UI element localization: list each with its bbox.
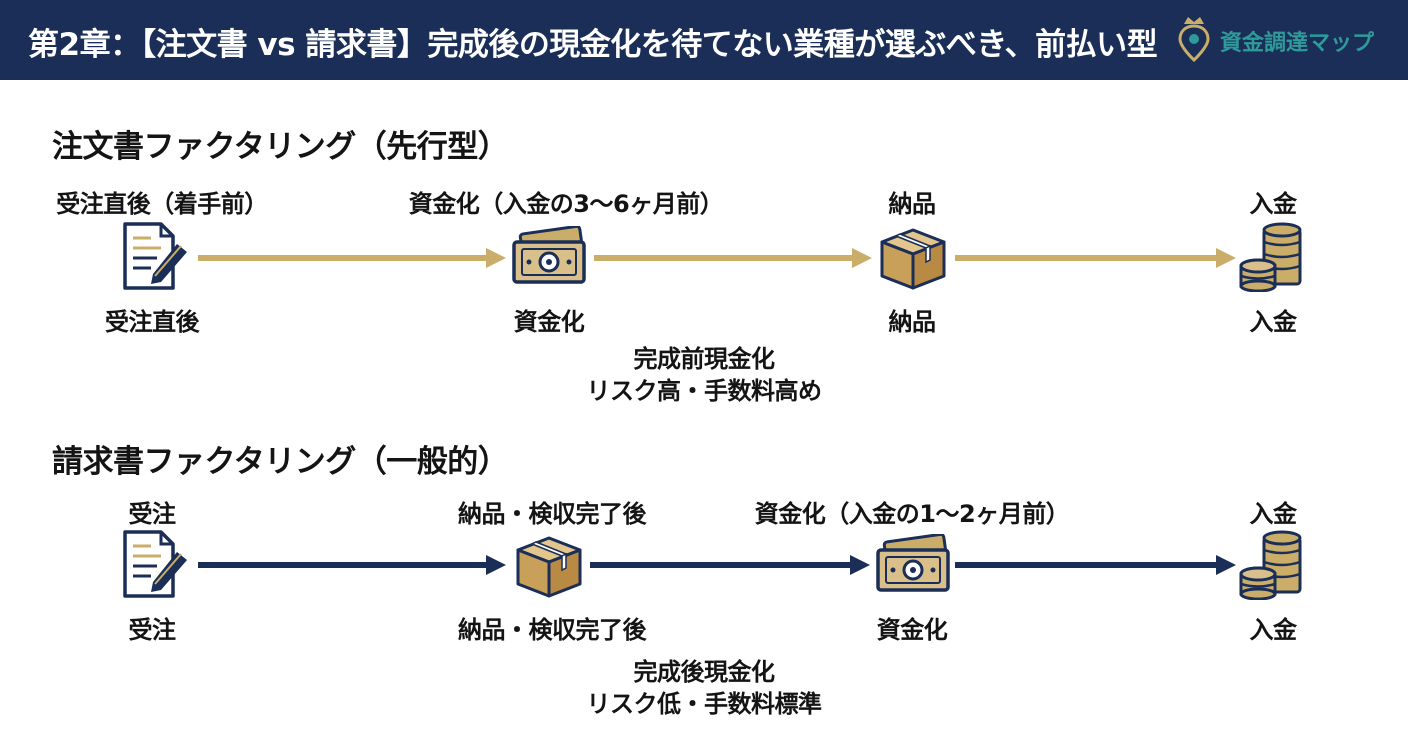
order-arrow-3 [955, 248, 1236, 268]
brand-name: 資金調達マップ [1220, 31, 1375, 56]
invoice-note-line2: リスク低・手数料標準 [586, 690, 823, 718]
order-step3-top-label: 納品 [888, 190, 937, 218]
cash-icon [876, 534, 950, 592]
invoice-flow-title: 請求書ファクタリング（一般的） [52, 444, 509, 480]
order-step3-bottom-label: 納品 [888, 308, 937, 336]
invoice-step4-top-label: 入金 [1249, 500, 1298, 528]
document-pen-icon [123, 222, 187, 290]
invoice-arrow-1 [198, 555, 506, 575]
order-step4-bottom-label: 入金 [1249, 308, 1298, 336]
invoice-flow-note: 完成後現金化 リスク低・手数料標準 [586, 656, 823, 720]
order-flow-title: 注文書ファクタリング（先行型） [52, 129, 509, 165]
box-icon [880, 228, 946, 290]
order-note-line1: 完成前現金化 [633, 345, 776, 373]
invoice-step3-top-label: 資金化（入金の1〜2ヶ月前） [754, 500, 1070, 528]
order-step1-top-label: 受注直後（着手前） [56, 190, 268, 218]
page-title: 第2章：【注文書 vs 請求書】完成後の現金化を待てない業種が選ぶべき、前払い型 [28, 27, 1158, 63]
cash-icon [512, 226, 586, 284]
box-icon [516, 536, 582, 598]
order-step1-bottom-label: 受注直後 [105, 308, 200, 336]
invoice-step2-bottom-label: 納品・検収完了後 [458, 616, 647, 644]
invoice-arrow-2 [590, 555, 870, 575]
order-note-line2: リスク高・手数料高め [586, 377, 823, 405]
invoice-arrow-3 [955, 555, 1236, 575]
order-arrow-2 [594, 248, 872, 268]
order-step2-top-label: 資金化（入金の3〜6ヶ月前） [408, 190, 724, 218]
coins-icon [1239, 222, 1302, 292]
invoice-note-line1: 完成後現金化 [633, 658, 776, 686]
invoice-step1-top-label: 受注 [128, 500, 177, 528]
order-step2-bottom-label: 資金化 [513, 308, 585, 336]
order-step4-top-label: 入金 [1249, 190, 1298, 218]
order-flow-note: 完成前現金化 リスク高・手数料高め [586, 343, 823, 407]
invoice-step1-bottom-label: 受注 [128, 616, 177, 644]
map-pin-icon [1178, 17, 1210, 63]
coins-icon [1239, 530, 1302, 600]
header-bar: 第2章：【注文書 vs 請求書】完成後の現金化を待てない業種が選ぶべき、前払い型… [0, 0, 1408, 80]
invoice-step3-bottom-label: 資金化 [876, 616, 948, 644]
invoice-step2-top-label: 納品・検収完了後 [458, 500, 647, 528]
document-pen-icon [123, 530, 187, 598]
order-arrow-1 [198, 248, 506, 268]
invoice-step4-bottom-label: 入金 [1249, 616, 1298, 644]
